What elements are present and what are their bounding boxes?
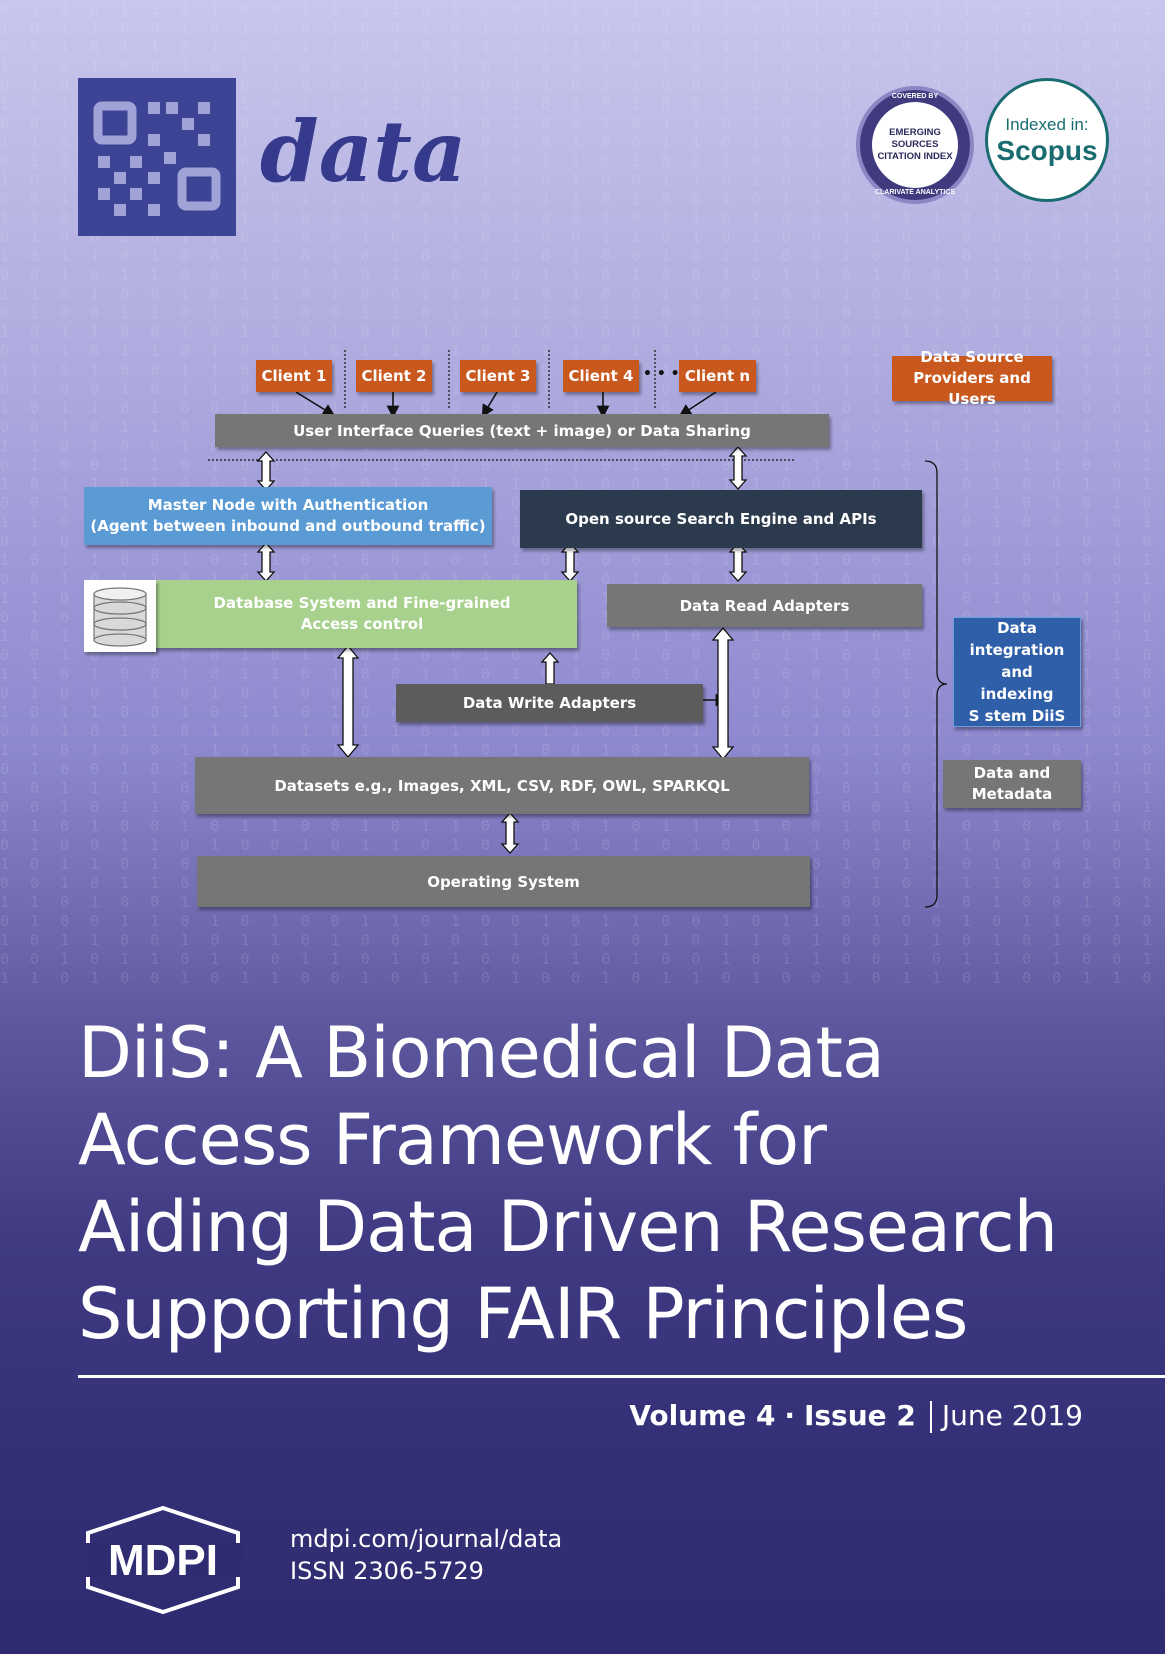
title-line: Supporting FAIR Principles bbox=[78, 1273, 968, 1355]
metadata-box: Data and Metadata bbox=[943, 760, 1081, 808]
database-line-2: Access control bbox=[300, 615, 424, 633]
data-source-box: Data Source Providers and Users bbox=[892, 348, 1052, 408]
title-line: Access Framework for bbox=[78, 1099, 827, 1181]
issue-info: Volume 4 · Issue 2 June 2019 bbox=[629, 1398, 1083, 1434]
search-engine-box: Open source Search Engine and APIs bbox=[520, 490, 922, 548]
ui-queries-box: User Interface Queries (text + image) or… bbox=[215, 414, 829, 447]
mdpi-logo-text: MDPI bbox=[108, 1536, 218, 1585]
publisher-info: mdpi.com/journal/data ISSN 2306-5729 bbox=[290, 1523, 562, 1587]
client-box: Client 1 bbox=[256, 360, 332, 392]
write-adapters-box: Data Write Adapters bbox=[396, 684, 703, 722]
title-divider bbox=[78, 1375, 1165, 1378]
diis-line-4: indexing bbox=[980, 685, 1054, 703]
esci-line-3: CITATION INDEX bbox=[877, 151, 953, 162]
esci-badge-top: COVERED BY bbox=[891, 93, 939, 100]
issue-divider bbox=[929, 1401, 932, 1433]
journal-logo-icon bbox=[78, 78, 236, 236]
client-box: Client 4 bbox=[563, 360, 639, 392]
master-node-box: Master Node with Authentication (Agent b… bbox=[84, 487, 492, 545]
issn-label: ISSN 2306-5729 bbox=[290, 1557, 484, 1585]
client-ellipsis: • • • bbox=[643, 366, 680, 382]
esci-badge: COVERED BY EMERGING SOURCES CITATION IND… bbox=[856, 86, 974, 204]
metadata-line-2: Metadata bbox=[971, 785, 1053, 803]
database-box: Database System and Fine-grained Access … bbox=[147, 580, 577, 648]
client-box: Client 2 bbox=[356, 360, 432, 392]
issue-label: Issue 2 bbox=[803, 1399, 916, 1432]
issue-separator-dot: · bbox=[784, 1399, 796, 1432]
journal-url-link[interactable]: mdpi.com/journal/data bbox=[290, 1525, 563, 1553]
database-line-1: Database System and Fine-grained bbox=[213, 594, 511, 612]
esci-badge-center: EMERGING SOURCES CITATION INDEX bbox=[872, 102, 958, 188]
title-line: DiiS: A Biomedical Data bbox=[78, 1012, 885, 1094]
esci-line-2: SOURCES bbox=[891, 139, 939, 150]
diis-line-2: integration bbox=[969, 641, 1065, 659]
scopus-name: Scopus bbox=[996, 135, 1098, 166]
diis-line-5: S stem DiiS bbox=[968, 707, 1066, 725]
esci-line-1: EMERGING bbox=[889, 127, 941, 138]
diagram-connectors bbox=[208, 350, 948, 908]
scopus-indexed-label: Indexed in: bbox=[1005, 115, 1089, 134]
client-box: Client 3 bbox=[460, 360, 536, 392]
client-box: Client n bbox=[679, 360, 756, 392]
read-adapters-box: Data Read Adapters bbox=[607, 584, 922, 627]
journal-name: data bbox=[260, 102, 467, 201]
volume-label: Volume 4 bbox=[629, 1399, 776, 1432]
master-node-line-1: Master Node with Authentication bbox=[147, 496, 429, 514]
datasets-box: Datasets e.g., Images, XML, CSV, RDF, OW… bbox=[195, 757, 809, 814]
esci-badge-bottom: CLARIVATE ANALYTICS bbox=[874, 189, 956, 196]
title-line: Aiding Data Driven Research bbox=[78, 1186, 1058, 1268]
operating-system-box: Operating System bbox=[197, 856, 810, 907]
article-title: DiiS: A Biomedical Data Access Framework… bbox=[78, 1010, 1118, 1358]
scopus-badge: Indexed in: Scopus bbox=[985, 78, 1109, 202]
mdpi-logo: MDPI bbox=[78, 1505, 248, 1619]
diis-line-1: Data bbox=[997, 619, 1037, 637]
master-node-line-2: (Agent between inbound and outbound traf… bbox=[90, 517, 486, 535]
diis-box: Data integration and indexing S stem Dii… bbox=[953, 617, 1081, 727]
database-icon bbox=[84, 580, 156, 652]
metadata-line-1: Data and bbox=[973, 764, 1051, 782]
issue-date: June 2019 bbox=[941, 1399, 1083, 1432]
diis-line-3: and bbox=[1001, 663, 1033, 681]
